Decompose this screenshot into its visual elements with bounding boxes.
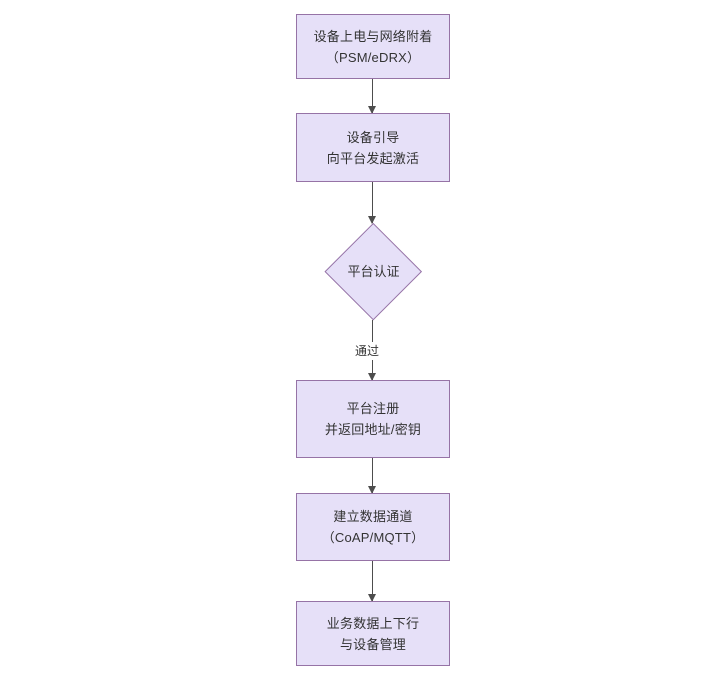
edge-label-pass: 通过: [352, 342, 383, 360]
node-text-line: （CoAP/MQTT）: [321, 530, 425, 545]
arrowhead-icon: [368, 373, 376, 381]
node-text-line: 设备上电与网络附着: [313, 28, 433, 44]
node-service-data[interactable]: 业务数据上下行 与设备管理: [296, 601, 450, 666]
connector-register-to-channel: [368, 458, 376, 494]
arrowhead-icon: [368, 216, 376, 224]
arrowhead-icon: [368, 486, 376, 494]
connector-bootstrap-to-auth: [368, 182, 376, 224]
arrowhead-icon: [368, 594, 376, 602]
node-text-line: 设备引导: [346, 129, 400, 145]
node-text-line: 平台认证: [347, 263, 400, 279]
node-text-line: 业务数据上下行: [326, 615, 420, 631]
node-text-line: 建立数据通道: [333, 509, 413, 524]
node-platform-registration[interactable]: 平台注册 并返回地址/密钥: [296, 380, 450, 458]
node-text-line: （PSM/eDRX）: [325, 49, 421, 65]
node-text-line: 与设备管理: [339, 636, 406, 652]
arrowhead-icon: [368, 106, 376, 114]
node-text-line: 并返回地址/密钥: [324, 422, 422, 437]
node-device-bootstrap[interactable]: 设备引导 向平台发起激活: [296, 113, 450, 182]
connector-channel-to-service: [368, 561, 376, 602]
node-text-line: 向平台发起激活: [326, 150, 420, 166]
node-device-power-on[interactable]: 设备上电与网络附着 （PSM/eDRX）: [296, 14, 450, 79]
node-platform-authentication[interactable]: 平台认证: [325, 223, 422, 320]
node-text-line: 平台注册: [346, 401, 400, 416]
node-data-channel[interactable]: 建立数据通道 （CoAP/MQTT）: [296, 493, 450, 561]
connector-boot-to-bootstrap: [368, 79, 376, 114]
